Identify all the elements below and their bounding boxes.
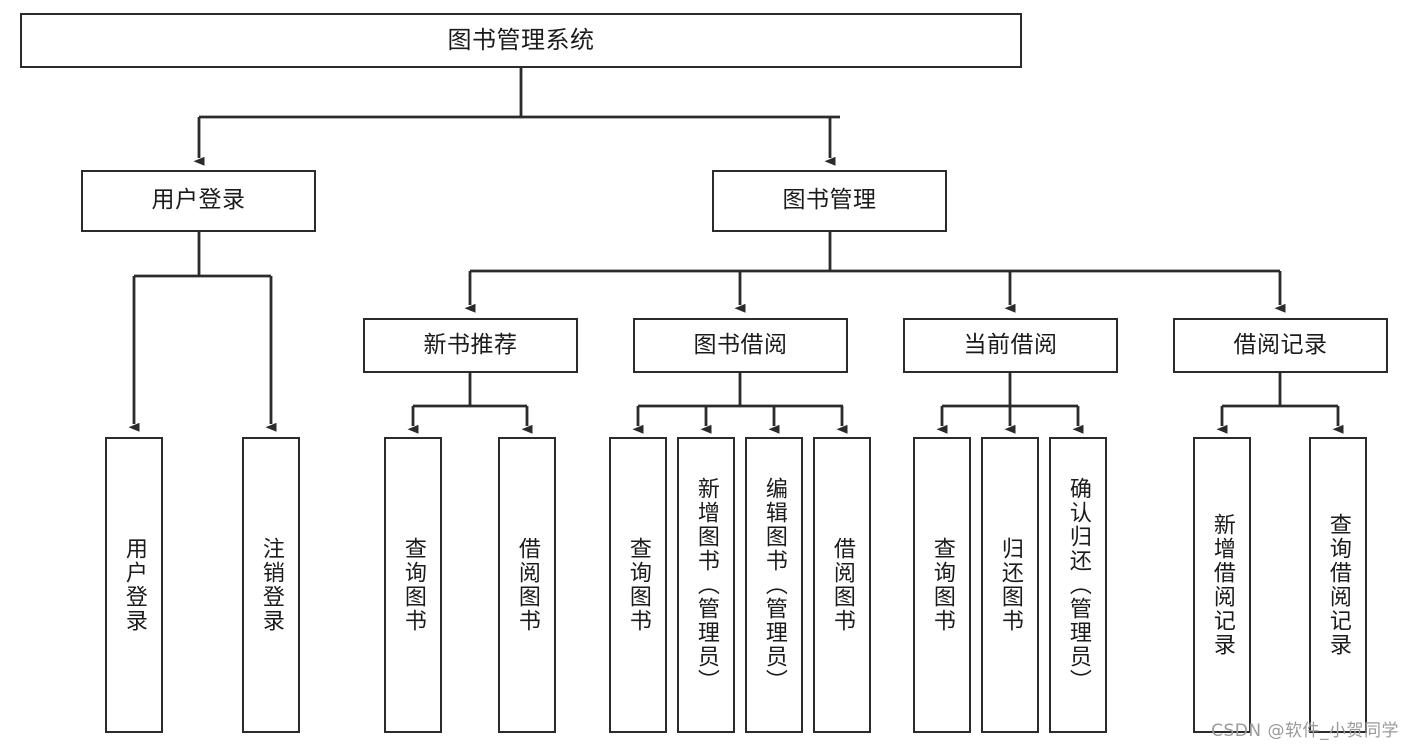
node-book-borrow[interactable]: 图书借阅 xyxy=(633,318,848,373)
node-leaf-add-record[interactable]: 新增借阅记录 xyxy=(1193,437,1251,733)
node-borrow-record-label: 借阅记录 xyxy=(1233,331,1328,358)
node-leaf-query-book-3[interactable]: 查询图书 xyxy=(913,437,971,733)
node-leaf-confirm-return[interactable]: 确认归还（管理员） xyxy=(1049,437,1107,733)
node-leaf-borrow-book-1[interactable]: 借阅图书 xyxy=(498,437,556,733)
node-leaf-logout-login[interactable]: 注销登录 xyxy=(242,437,300,733)
node-new-book-recommend-label: 新书推荐 xyxy=(423,331,518,358)
node-leaf-query-record-label: 查询借阅记录 xyxy=(1325,513,1351,657)
node-leaf-query-book-2[interactable]: 查询图书 xyxy=(609,437,667,733)
node-current-borrow-label: 当前借阅 xyxy=(963,331,1058,358)
node-leaf-return-book-label: 归还图书 xyxy=(997,537,1023,633)
node-borrow-record[interactable]: 借阅记录 xyxy=(1173,318,1388,373)
node-leaf-query-book-3-label: 查询图书 xyxy=(929,537,955,633)
node-leaf-borrow-book-2[interactable]: 借阅图书 xyxy=(813,437,871,733)
node-leaf-logout-login-label: 注销登录 xyxy=(258,537,284,633)
node-user-login[interactable]: 用户登录 xyxy=(81,170,316,232)
node-leaf-query-book-2-label: 查询图书 xyxy=(625,537,651,633)
node-leaf-user-login[interactable]: 用户登录 xyxy=(105,437,163,733)
node-leaf-add-book-label: 新增图书（管理员） xyxy=(693,477,719,693)
node-leaf-add-record-label: 新增借阅记录 xyxy=(1209,513,1235,657)
node-leaf-return-book[interactable]: 归还图书 xyxy=(981,437,1039,733)
node-leaf-edit-book[interactable]: 编辑图书（管理员） xyxy=(745,437,803,733)
node-root[interactable]: 图书管理系统 xyxy=(20,13,1022,68)
node-root-label: 图书管理系统 xyxy=(447,26,595,55)
node-leaf-borrow-book-1-label: 借阅图书 xyxy=(514,537,540,633)
node-leaf-query-record[interactable]: 查询借阅记录 xyxy=(1309,437,1367,733)
node-leaf-borrow-book-2-label: 借阅图书 xyxy=(829,537,855,633)
node-leaf-user-login-label: 用户登录 xyxy=(121,537,147,633)
node-current-borrow[interactable]: 当前借阅 xyxy=(903,318,1118,373)
node-book-management-label: 图书管理 xyxy=(782,187,877,214)
node-user-login-label: 用户登录 xyxy=(151,187,246,214)
node-leaf-edit-book-label: 编辑图书（管理员） xyxy=(761,477,787,693)
node-leaf-query-book-1[interactable]: 查询图书 xyxy=(384,437,442,733)
node-leaf-confirm-return-label: 确认归还（管理员） xyxy=(1065,477,1091,693)
node-leaf-query-book-1-label: 查询图书 xyxy=(400,537,426,633)
node-book-borrow-label: 图书借阅 xyxy=(693,331,788,358)
node-book-management[interactable]: 图书管理 xyxy=(712,170,947,232)
node-new-book-recommend[interactable]: 新书推荐 xyxy=(363,318,578,373)
node-leaf-add-book[interactable]: 新增图书（管理员） xyxy=(677,437,735,733)
